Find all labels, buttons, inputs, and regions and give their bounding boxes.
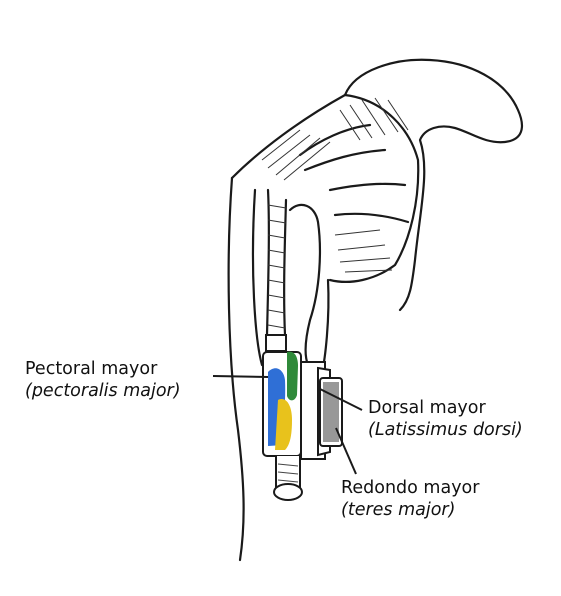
label-dorsal-mayor: Dorsal mayor (Latissimus dorsi): [368, 397, 523, 441]
arm-right-outline: [290, 205, 320, 365]
tendon-stub: [274, 456, 302, 500]
muscle-mass-outline: [232, 95, 418, 282]
redondo-leader-line: [336, 428, 356, 474]
humerus-outline-left: [229, 178, 244, 560]
label-pectoral-mayor: Pectoral mayor (pectoralis major): [25, 358, 181, 402]
label-dorsal-latin: (Latissimus dorsi): [368, 419, 523, 441]
scapula-fold-4: [335, 214, 408, 222]
arm-lower-right-outline: [322, 280, 328, 372]
pectoral-leader-line: [213, 376, 268, 377]
label-dorsal-name: Dorsal mayor: [368, 398, 486, 418]
scapula-fold-3: [330, 184, 405, 190]
tendon-left-edge: [267, 190, 269, 335]
pectoralis-tendon-block: [263, 352, 301, 456]
humerus-outline-inner: [253, 190, 262, 365]
label-redondo-latin: (teres major): [341, 499, 479, 521]
label-redondo-name: Redondo mayor: [341, 478, 479, 498]
label-redondo-mayor: Redondo mayor (teres major): [341, 477, 479, 521]
dorsal-green-strip: [287, 352, 298, 401]
tendon-clamp: [266, 335, 286, 351]
label-pectoral-name: Pectoral mayor: [25, 359, 157, 379]
label-pectoral-latin: (pectoralis major): [25, 380, 181, 402]
